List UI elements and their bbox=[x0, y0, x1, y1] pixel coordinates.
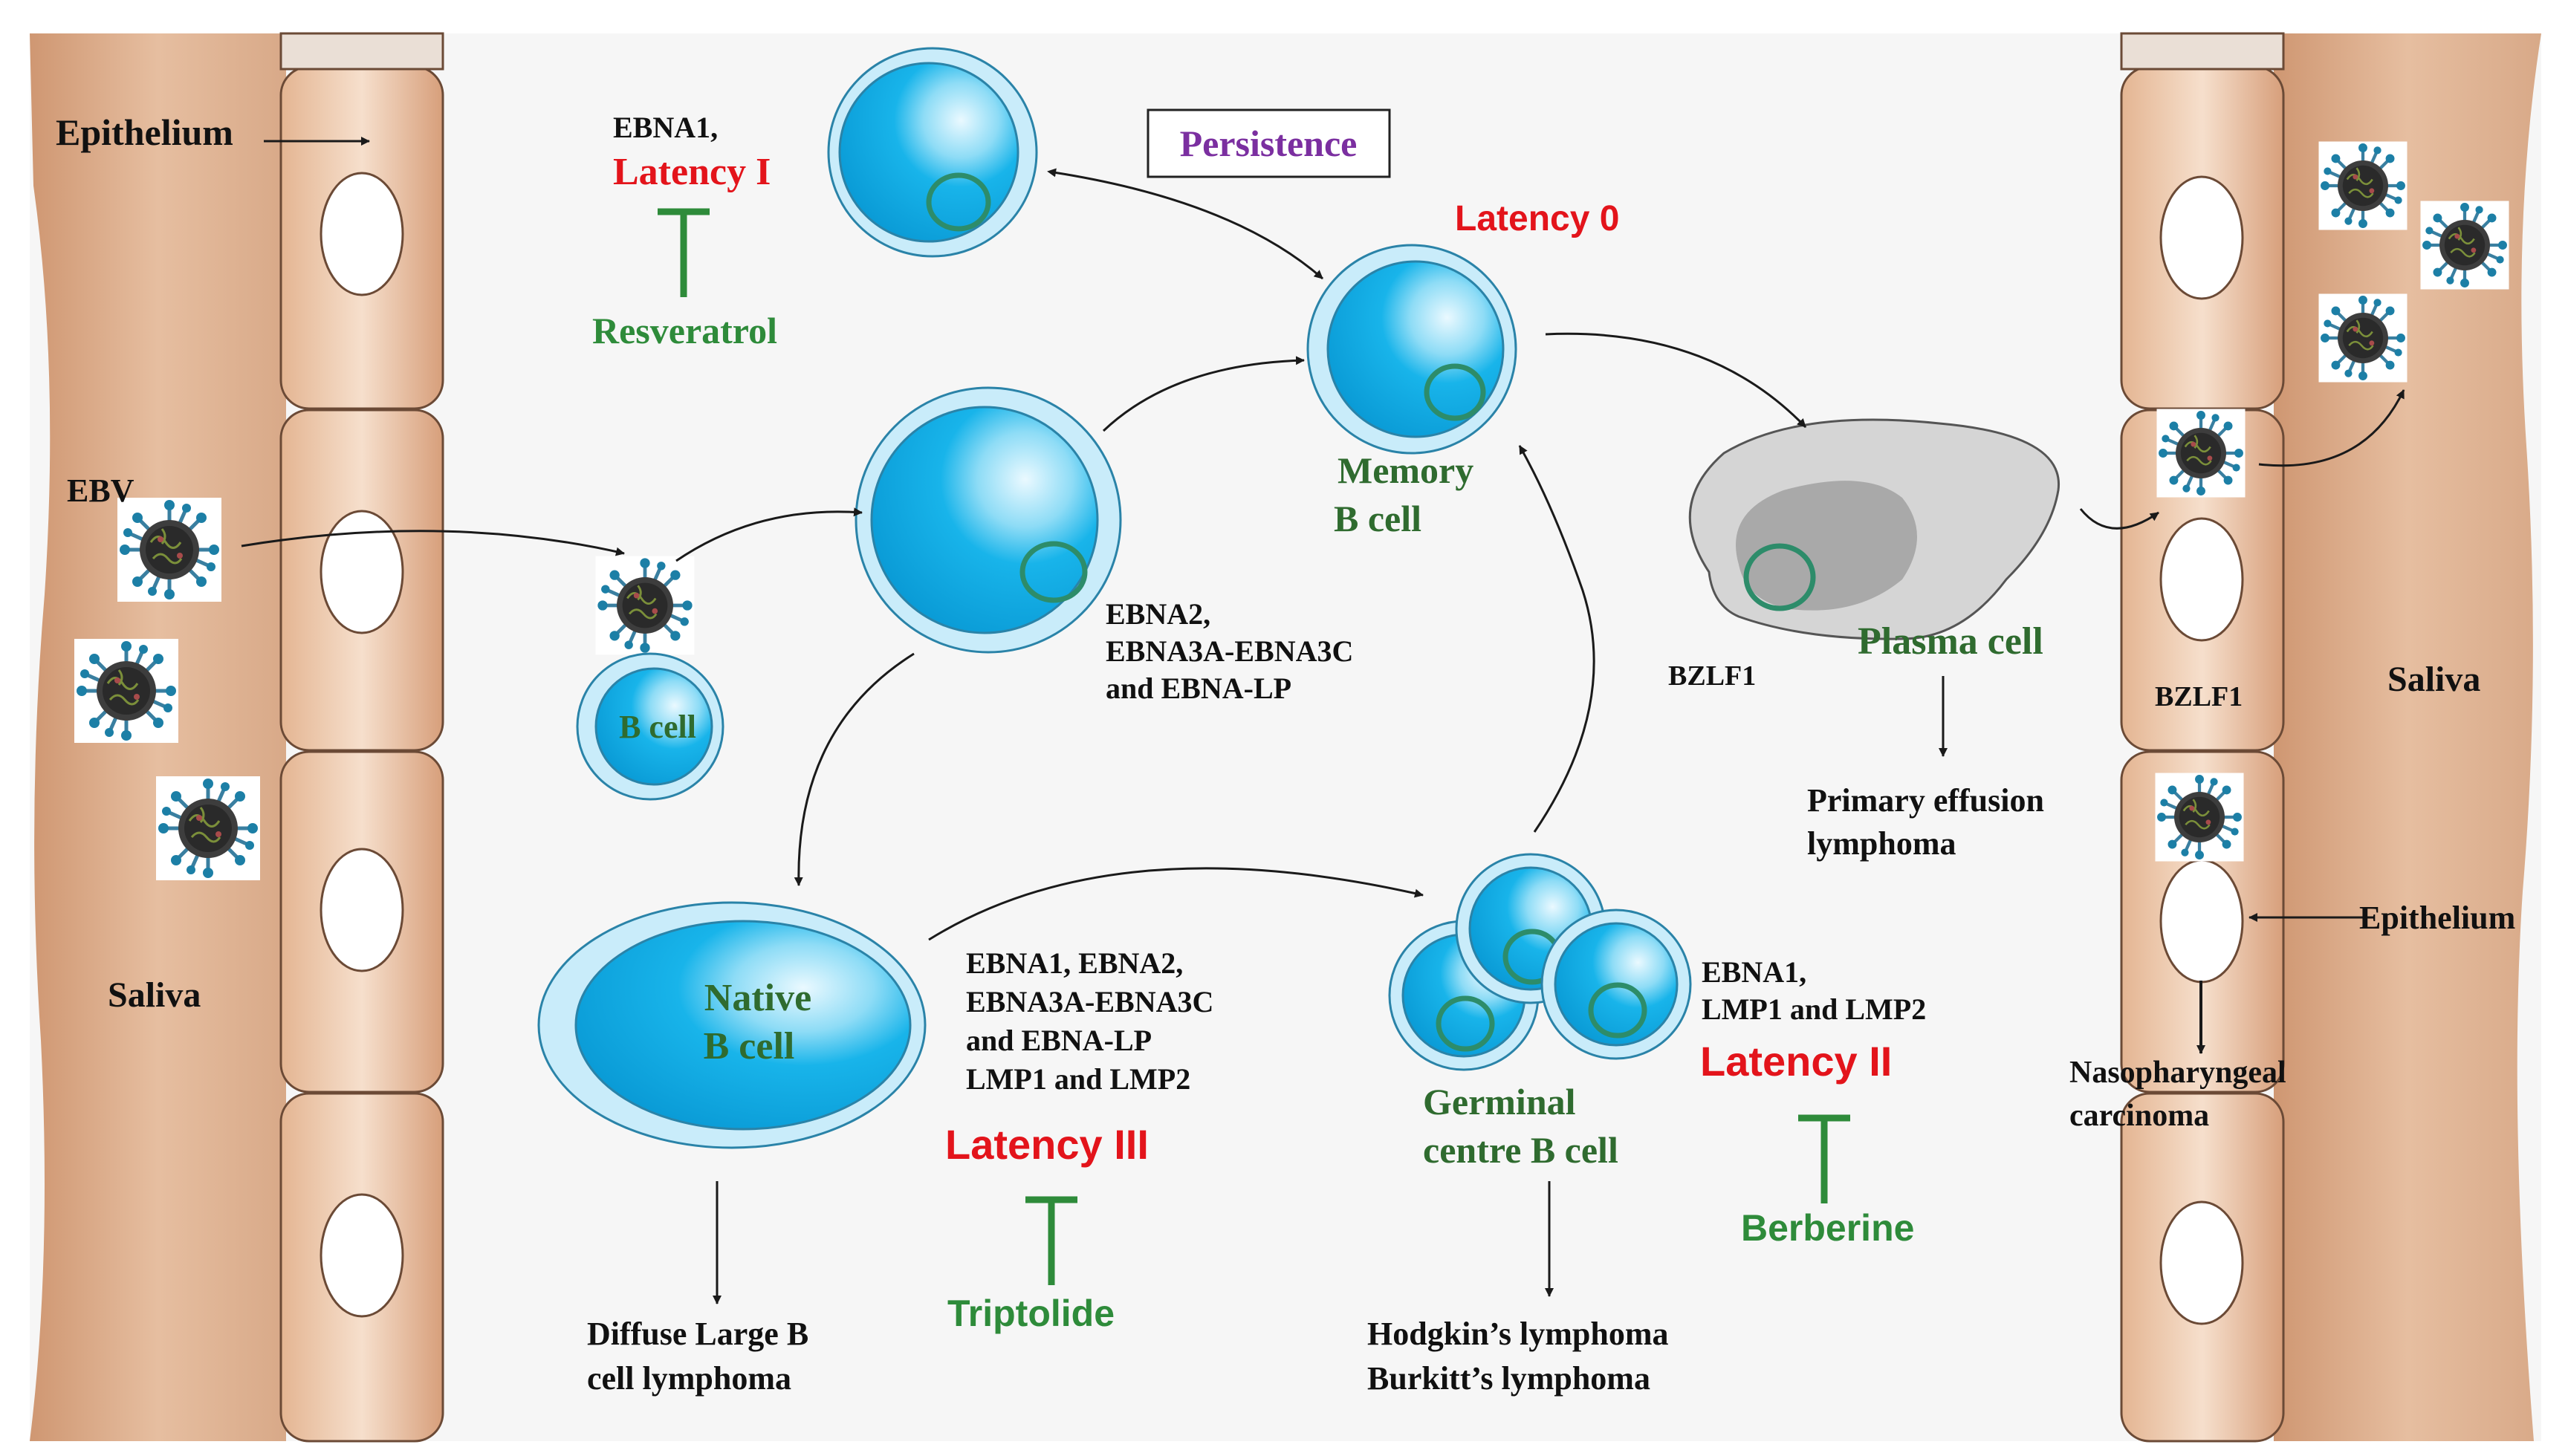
latency-0-label: Latency 0 bbox=[1455, 199, 1619, 238]
bzlf1-plasma-label: BZLF1 bbox=[1668, 660, 1756, 692]
latency-iii-entry-genes-line3: and EBNA-LP bbox=[1106, 672, 1291, 705]
epithelium-left-label: Epithelium bbox=[56, 111, 233, 153]
activated-b-cell bbox=[855, 386, 1122, 654]
pel-label-line1: Primary effusion bbox=[1807, 782, 2044, 819]
germinal-centre-label-line2: centre B cell bbox=[1423, 1129, 1618, 1171]
dlbcl-label-line2: cell lymphoma bbox=[587, 1360, 791, 1397]
hodgkin-lymphoma-label: Hodgkin’s lymphoma bbox=[1367, 1316, 1668, 1352]
triptolide-label: Triptolide bbox=[947, 1293, 1115, 1334]
b-cell-label: B cell bbox=[619, 709, 696, 745]
pel-label-line2: lymphoma bbox=[1807, 825, 1956, 862]
memory-b-cell-label-line2: B cell bbox=[1334, 498, 1421, 539]
latency-iii-genes-line2: EBNA3A-EBNA3C bbox=[966, 985, 1213, 1018]
resveratrol-label: Resveratrol bbox=[592, 310, 777, 351]
ebv-label: EBV bbox=[67, 472, 134, 509]
latency-iii-entry-genes-line2: EBNA3A-EBNA3C bbox=[1106, 634, 1353, 668]
native-b-cell bbox=[537, 901, 927, 1149]
plasma-cell-label: Plasma cell bbox=[1858, 620, 2043, 663]
native-b-cell-label-line2: B cell bbox=[704, 1025, 795, 1067]
ebna1-latency-i-label: EBNA1, bbox=[613, 111, 718, 144]
latency-ii-label: Latency II bbox=[1700, 1038, 1892, 1085]
npc-label-line1: Nasopharyngeal bbox=[2069, 1056, 2286, 1090]
latency-iii-genes-line1: EBNA1, EBNA2, bbox=[966, 946, 1183, 980]
bzlf1-epithelium-label: BZLF1 bbox=[2155, 681, 2243, 712]
memory-b-cell bbox=[1306, 244, 1517, 455]
latency-i-label: Latency I bbox=[613, 151, 771, 193]
persistence-label: Persistence bbox=[1180, 123, 1358, 164]
flow-arrows bbox=[241, 137, 2405, 1304]
dlbcl-label-line1: Diffuse Large B bbox=[587, 1316, 808, 1352]
latency-iii-entry-genes-line1: EBNA2, bbox=[1106, 597, 1210, 631]
latency-ii-genes-line1: EBNA1, bbox=[1702, 955, 1806, 989]
berberine-label: Berberine bbox=[1741, 1207, 1914, 1249]
latency-iii-genes-line4: LMP1 and LMP2 bbox=[966, 1062, 1190, 1096]
latency-ii-genes-line2: LMP1 and LMP2 bbox=[1702, 992, 1926, 1026]
b-cell bbox=[576, 652, 724, 801]
saliva-left-label: Saliva bbox=[108, 975, 201, 1015]
burkitt-lymphoma-label: Burkitt’s lymphoma bbox=[1367, 1360, 1650, 1397]
plasma-cell bbox=[1688, 418, 2060, 640]
memory-b-cell-label-line1: Memory bbox=[1338, 449, 1473, 491]
epithelium-right-label: Epithelium bbox=[2359, 900, 2515, 936]
inhibition-symbols bbox=[658, 208, 1850, 1285]
native-b-cell-label-line1: Native bbox=[704, 977, 811, 1019]
persistence-box bbox=[1147, 108, 1391, 178]
latency-iii-label: Latency III bbox=[945, 1121, 1149, 1168]
saliva-right-label: Saliva bbox=[2387, 660, 2480, 699]
latency-i-cell bbox=[827, 47, 1038, 258]
germinal-centre-b-cells bbox=[1388, 853, 1692, 1071]
npc-label-line2: carcinoma bbox=[2069, 1099, 2209, 1133]
germinal-centre-label-line1: Germinal bbox=[1423, 1081, 1576, 1122]
latency-iii-genes-line3: and EBNA-LP bbox=[966, 1024, 1152, 1057]
